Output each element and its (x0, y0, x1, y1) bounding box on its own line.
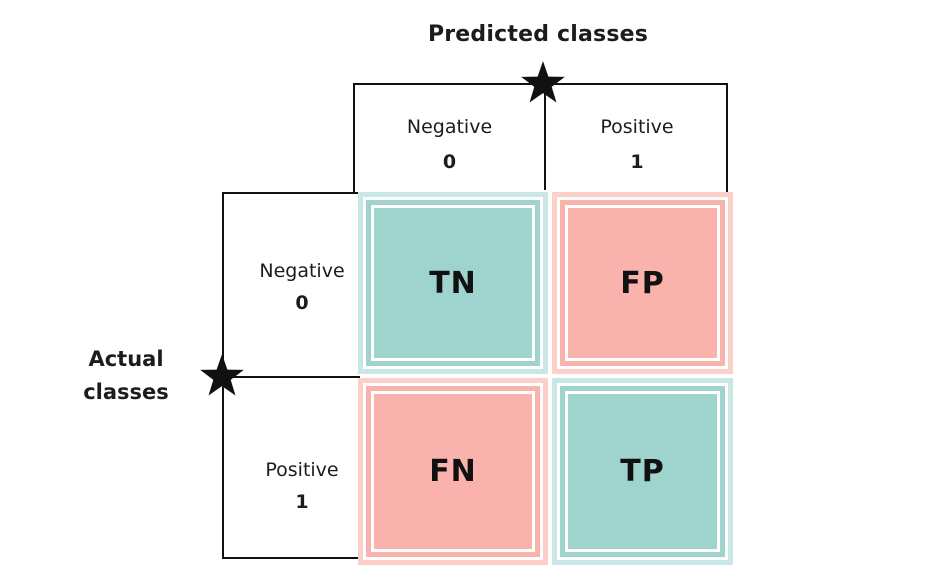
actual-positive-label: Positive (265, 459, 339, 481)
star-icon (196, 352, 248, 402)
actual-classes-title-line2: classes (83, 380, 169, 404)
actual-classes-title: Actual classes (56, 343, 196, 409)
predicted-positive-value: 1 (630, 151, 644, 173)
predicted-negative-value: 0 (442, 151, 457, 173)
cell-false-positive: FP (552, 192, 733, 374)
cell-false-positive-label: FP (620, 265, 665, 301)
star-icon (517, 59, 569, 109)
cell-true-positive-label: TP (620, 454, 665, 489)
actual-negative-label: Negative (259, 260, 345, 282)
predicted-negative-label: Negative (406, 116, 493, 138)
cell-true-negative: TN (358, 192, 548, 374)
cell-true-negative-label: TN (429, 265, 477, 301)
actual-positive-value: 1 (295, 491, 309, 513)
cell-false-negative: FN (358, 378, 548, 565)
cell-true-positive: TP (552, 378, 733, 565)
actual-classes-title-line1: Actual (88, 347, 164, 371)
predicted-classes-title: Predicted classes (427, 22, 649, 47)
cell-false-negative-label: FN (429, 454, 477, 489)
actual-row-divider-line (224, 376, 360, 378)
predicted-column-divider-line (544, 85, 546, 190)
predicted-positive-label: Positive (600, 116, 674, 138)
actual-negative-value: 0 (295, 292, 309, 314)
